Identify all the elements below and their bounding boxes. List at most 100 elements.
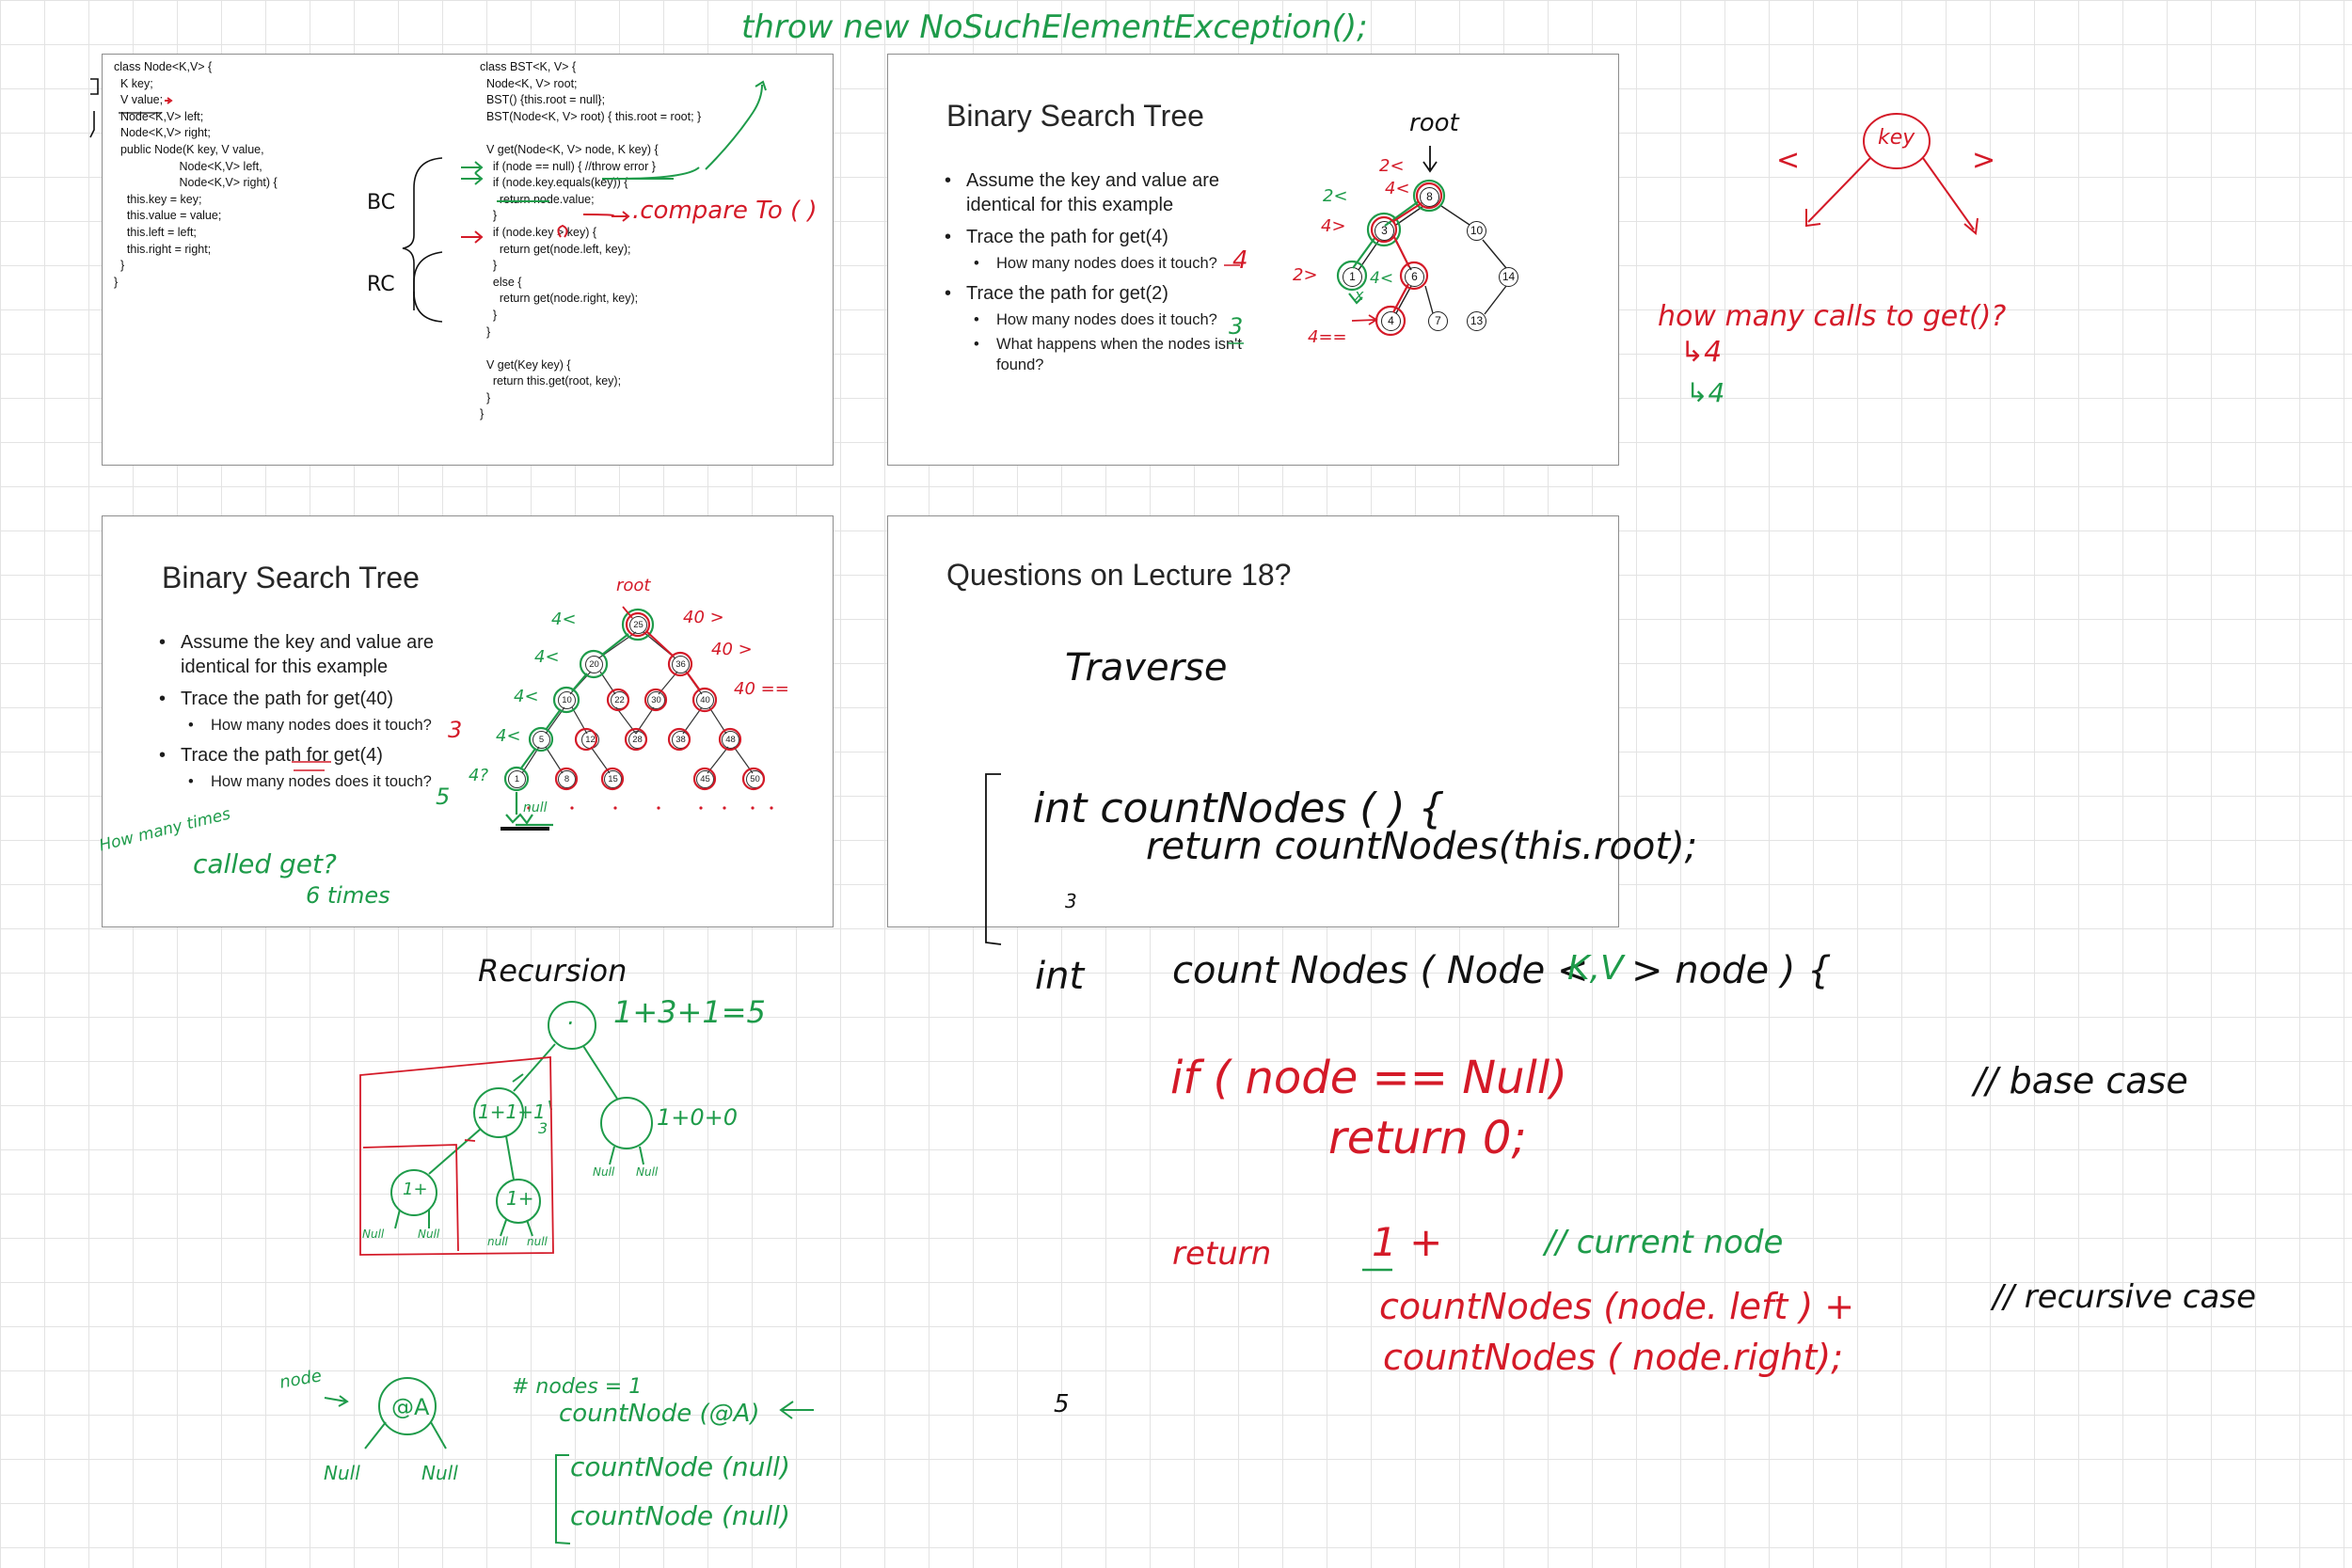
ink-null: Null — [636, 1165, 659, 1179]
ink-leaf-sum: 1+ — [506, 1187, 534, 1210]
code-line: } — [114, 275, 119, 289]
tree-node: 13 — [1467, 311, 1486, 331]
ink-calls-question: how many calls to get()? — [1658, 300, 2007, 333]
slide-bst-large: Binary Search Tree Assume the key and va… — [102, 515, 834, 927]
code-line: } — [485, 325, 491, 339]
tree-node: 25 — [629, 616, 647, 634]
ink-current-node: // current node — [1545, 1224, 1784, 1261]
code-line: if (node.key > key) { — [492, 225, 597, 239]
ink-note: 4< — [534, 647, 560, 667]
ink-null: Null — [421, 1462, 458, 1484]
code-line: Node<K,V> right) { — [179, 176, 278, 190]
ink-null: Null — [418, 1227, 440, 1241]
ink-note: 4< — [1370, 269, 1394, 288]
code-line: this.right = right; — [126, 242, 212, 256]
ink-base-case-label: BC — [367, 191, 396, 214]
ink-null: null — [487, 1235, 508, 1248]
code-line: } — [492, 259, 498, 273]
tree-node: 5 — [532, 731, 550, 749]
ink-compare-to: .compare To ( ) — [632, 197, 818, 225]
tree-node: 50 — [746, 770, 764, 788]
slide-title: Questions on Lecture 18? — [946, 558, 1292, 592]
tree-node: 15 — [604, 770, 622, 788]
ink-recursive-case: // recursive case — [1993, 1278, 2257, 1316]
ink-int: int — [1035, 955, 1085, 998]
bullet-list: Assume the key and value are identical f… — [940, 161, 1250, 375]
code-line: if (node.key.equals(key)) { — [492, 176, 628, 190]
bullet-item: What happens when the nodes isn't found? — [940, 334, 1250, 375]
ink-five: 5 — [1054, 1390, 1070, 1418]
code-line: class Node<K,V> { — [114, 60, 213, 73]
ink-signature-end: > node ) { — [1631, 949, 1832, 992]
ink-root: root — [1409, 109, 1459, 137]
ink-note: 40 == — [734, 679, 789, 699]
ink-count-left: countNodes (node. left ) + — [1379, 1286, 1855, 1327]
tree-node: 6 — [1405, 267, 1424, 287]
ink-mid-three: 3 — [538, 1119, 548, 1137]
ink-one-plus: 1 + — [1372, 1219, 1443, 1265]
code-line: BST() {this.root = null}; — [485, 93, 606, 107]
code-line: V get(Node<K, V> node, K key) { — [485, 142, 659, 156]
tree-node: 8 — [1420, 187, 1439, 207]
code-line: public Node(K key, V value, — [119, 142, 264, 156]
code-line: class BST<K, V> { — [480, 60, 577, 73]
ink-recursive-case-label: RC — [367, 273, 395, 296]
tree-node: 20 — [585, 656, 603, 673]
bullet-item: Assume the key and value are identical f… — [154, 630, 465, 679]
code-line: } — [480, 407, 485, 421]
tree-node: 36 — [672, 656, 690, 673]
ink-null: Null — [593, 1165, 615, 1179]
tree-node: 40 — [696, 691, 714, 709]
ink-signature: count Nodes ( Node < — [1172, 949, 1589, 992]
slide-bst-small: Binary Search Tree Assume the key and va… — [887, 54, 1619, 466]
ink-note: 4== — [1308, 327, 1347, 347]
ink-count-nodes-public: int countNodes ( ) { — [1033, 784, 1445, 832]
code-line: Node<K,V> left, — [179, 159, 262, 173]
ink-note: 40 > — [711, 640, 753, 659]
ink-calls-answer: ↳4 — [1686, 377, 1725, 408]
ink-key: key — [1878, 126, 1915, 150]
ink-note: 4< — [514, 687, 539, 706]
code-line: BST(Node<K, V> root) { this.root = root;… — [485, 109, 702, 123]
tree-node: 10 — [1467, 221, 1486, 241]
ink-leaf-sum: 1+ — [403, 1180, 428, 1199]
slide-title: Binary Search Tree — [162, 561, 420, 594]
code-line: V get(Key key) { — [485, 357, 571, 372]
ink-note: 2< — [1379, 156, 1405, 176]
ink-note: 4< — [1385, 179, 1410, 198]
ink-signature-kv: K,V — [1567, 949, 1624, 988]
ink-return: return — [1172, 1235, 1272, 1273]
ink-note: 4< — [551, 610, 577, 629]
code-line: this.value = value; — [126, 209, 222, 223]
ink-return-zero: return 0; — [1328, 1112, 1527, 1164]
tree-node: 3 — [1375, 221, 1394, 241]
code-line: return this.get(root, key); — [492, 374, 622, 388]
tree-node: 8 — [558, 770, 576, 788]
ink-top-dot: · — [566, 1010, 574, 1037]
code-line: return node.value; — [499, 192, 595, 206]
ink-note: 4> — [1321, 216, 1346, 236]
ink-count-eq: # nodes = 1 — [512, 1375, 643, 1399]
slide-questions: Questions on Lecture 18? — [887, 515, 1619, 927]
code-line: return get(node.left, key); — [499, 242, 631, 256]
bullet-item: How many nodes does it touch? — [154, 715, 465, 736]
slide-title: Binary Search Tree — [946, 99, 1204, 133]
ink-if-null: if ( node == Null) — [1170, 1052, 1567, 1104]
code-line: Node<K,V> right; — [119, 126, 211, 140]
ink-at-a: @A — [391, 1394, 430, 1420]
ink-base-case: // base case — [1974, 1060, 2188, 1101]
ink-count-nodes-return: return countNodes(this.root); — [1146, 825, 1698, 868]
ink-note: 40 > — [683, 608, 724, 627]
bullet-item: Trace the path for get(2) — [940, 281, 1250, 306]
ink-count-right: countNodes ( node.right); — [1383, 1337, 1843, 1378]
ink-less-than: < — [1776, 144, 1801, 177]
ink-recursion-title: Recursion — [478, 953, 628, 989]
ink-called-get: called get? — [193, 848, 337, 879]
ink-top-sum: 1+3+1=5 — [613, 994, 766, 1030]
tree-node: 7 — [1428, 311, 1448, 331]
code-line: if (node == null) { //throw error } — [492, 159, 656, 173]
ink-note: 4? — [469, 766, 489, 785]
ink-call: countNode (null) — [570, 1500, 790, 1531]
code-line: V value; — [119, 93, 164, 107]
